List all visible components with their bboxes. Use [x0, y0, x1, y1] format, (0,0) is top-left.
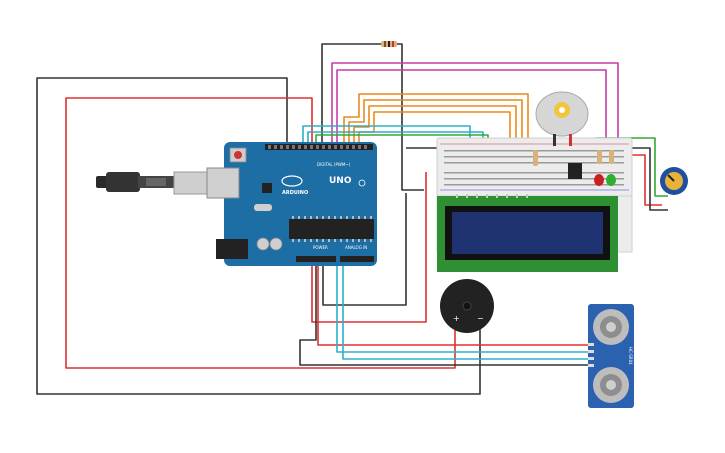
wire-magenta-2: [336, 69, 607, 152]
crystal: [254, 204, 272, 211]
wire-orange-3: [353, 105, 517, 168]
wire-orange-1: [343, 93, 529, 168]
arduino-uno: DIGITAL (PWM~) ARDUINO UNO POWER A: [206, 142, 377, 266]
wires: [36, 43, 668, 395]
power-label: POWER: [313, 245, 328, 250]
dc-jack: [216, 239, 248, 259]
wire-black-resistor: [321, 43, 381, 147]
usb-chip: [262, 183, 272, 193]
lcd-display: [437, 194, 618, 272]
potentiometer[interactable]: [660, 167, 688, 195]
lcd-screen: [452, 212, 603, 254]
arduino-model: UNO: [329, 176, 352, 186]
dc-motor: [535, 91, 589, 146]
wire-red-pot: [625, 154, 662, 206]
wire-black-sensor: [299, 265, 588, 366]
buzzer-plus: +: [453, 314, 460, 323]
capacitor-2: [269, 237, 283, 251]
arduino-brand: ARDUINO: [282, 190, 308, 196]
led-green: [606, 174, 616, 186]
sensor-label: HC-SR04: [628, 347, 633, 365]
analog-label: ANALOG IN: [345, 245, 367, 250]
buzzer-minus: −: [477, 314, 484, 323]
wire-red-sensor: [317, 265, 588, 346]
piezo-buzzer: + −: [440, 279, 494, 333]
arduino-logo: [281, 175, 303, 187]
bb-resistor-3: [609, 150, 614, 164]
atmega-chip: [289, 219, 374, 239]
wire-red-power: [311, 172, 427, 323]
analog-header: [340, 256, 374, 262]
wire-teal-sensor-1: [336, 265, 588, 353]
bb-resistor-2: [597, 150, 602, 164]
digital-header-label: DIGITAL (PWM~): [317, 162, 351, 167]
resistor-top: [381, 41, 397, 47]
wire-black-outer: [36, 77, 481, 395]
wire-magenta-1: [331, 62, 619, 152]
wire-black-pot: [625, 147, 668, 211]
wire-red-outer: [65, 97, 456, 369]
capacitor-1: [256, 237, 270, 251]
transistor: [568, 163, 582, 179]
usb-jack: [206, 167, 240, 199]
power-header: [296, 256, 336, 262]
wire-black-resistor-2: [396, 43, 424, 191]
wire-teal-sensor-2: [342, 265, 588, 360]
led-red: [594, 174, 604, 186]
wire-black-power: [322, 193, 407, 306]
ultrasonic-sensor: HC-SR04: [588, 304, 634, 408]
bb-resistor-1: [533, 150, 538, 166]
usb-cable: [96, 171, 209, 195]
